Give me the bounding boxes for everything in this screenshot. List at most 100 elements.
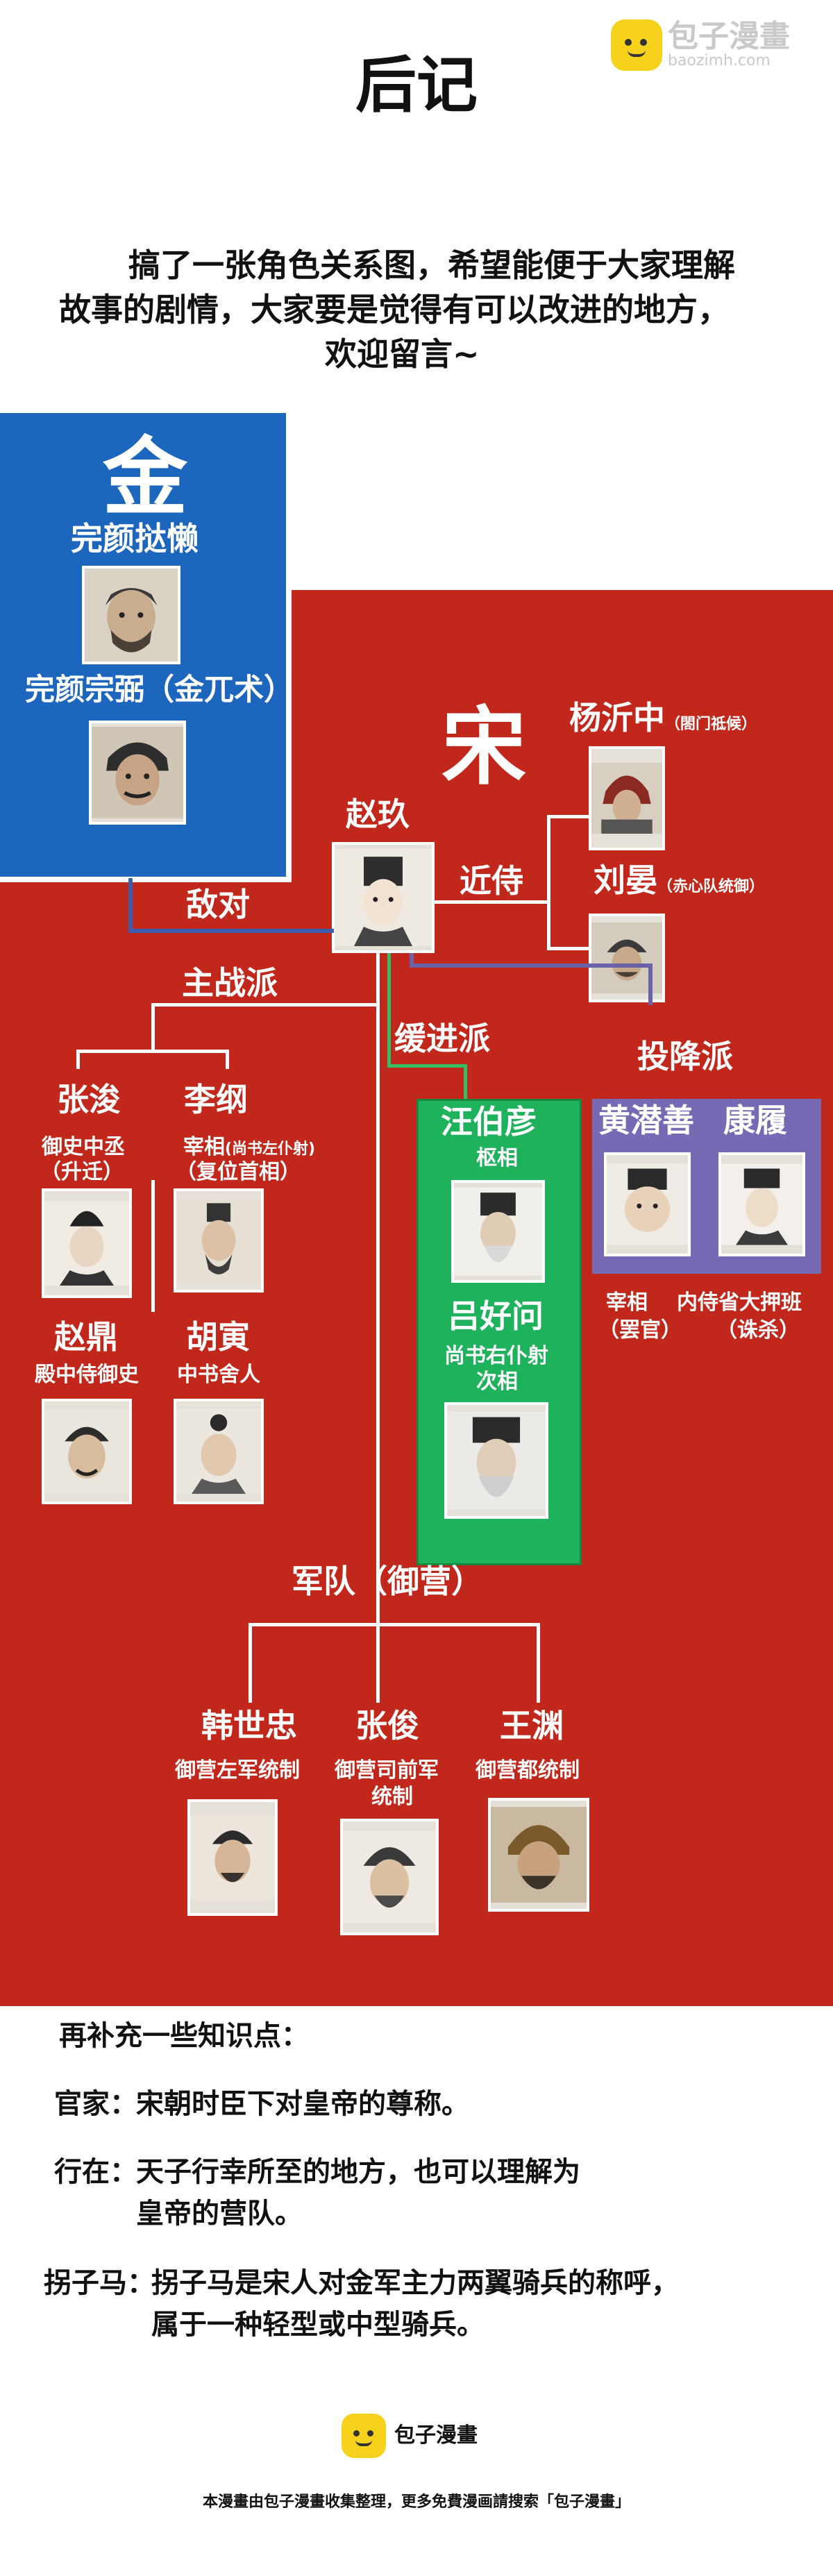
portrait-kang-lv bbox=[718, 1152, 805, 1256]
attendant-yang: 杨沂中（閤门祗候） bbox=[569, 700, 757, 736]
surrender-faction-label: 投降派 bbox=[637, 1038, 733, 1075]
surrender-line-drop bbox=[648, 963, 653, 1005]
intro-line-1: 搞了一张角色关系图，希望能便于大家理解 bbox=[128, 246, 735, 284]
surrender-line-start bbox=[410, 953, 414, 968]
army-line-center bbox=[376, 1590, 380, 1703]
song-title: 宋 bbox=[441, 696, 526, 796]
attendant-line bbox=[435, 900, 549, 904]
footer-disclaimer: 本漫畫由包子漫畫收集整理，更多免費漫画請搜索「包子漫畫」 bbox=[202, 2493, 630, 2511]
army-line-right bbox=[537, 1623, 540, 1703]
army-line-left bbox=[249, 1623, 252, 1703]
attendant-branch-bottom bbox=[547, 947, 589, 950]
war-faction-label: 主战派 bbox=[182, 964, 278, 1002]
portrait-zhao-jiu bbox=[332, 842, 435, 953]
note-guanjia-term: 官家： bbox=[54, 2087, 137, 2120]
attendant-yang-name: 杨沂中 bbox=[569, 699, 665, 736]
war-members-line bbox=[76, 1050, 229, 1053]
portrait-lv-haowen bbox=[444, 1402, 548, 1519]
member-han-shizhong-name: 韩世忠 bbox=[201, 1707, 297, 1744]
note-guaizima-text-2: 属于一种轻型或中型骑兵。 bbox=[151, 2308, 485, 2341]
member-zhang-jun-role: 御史中丞 bbox=[42, 1135, 125, 1159]
gradual-line-drop bbox=[464, 1064, 467, 1099]
surrender-line-horizontal bbox=[414, 963, 651, 968]
portrait-wanyan-zongbi bbox=[89, 721, 186, 825]
army-label: 军队（御营） bbox=[292, 1563, 483, 1600]
army-line bbox=[249, 1623, 540, 1626]
member-li-gang-roles: 宰相(尚书左仆射) bbox=[183, 1134, 315, 1161]
watermark-brand: 包子漫畫 bbox=[668, 19, 790, 54]
gradual-line-horizontal bbox=[387, 1064, 467, 1068]
war-faction-drop bbox=[151, 1003, 155, 1052]
note-xingzai-text: 天子行幸所至的地方，也可以理解为 bbox=[136, 2155, 580, 2188]
relation-enemy-label: 敌对 bbox=[186, 886, 250, 923]
member-wang-boyan-name: 汪伯彦 bbox=[441, 1103, 537, 1140]
member-huang-qianshan-role: 宰相 bbox=[606, 1290, 648, 1315]
enemy-line-horizontal bbox=[128, 929, 334, 933]
portrait-wang-boyan bbox=[451, 1180, 545, 1283]
portrait-wanyan-talan bbox=[82, 566, 180, 664]
war-line-right bbox=[226, 1050, 229, 1069]
jin-title: 金 bbox=[103, 427, 187, 527]
member-huang-qianshan-note: （罢官） bbox=[598, 1318, 682, 1342]
portrait-hu-yin bbox=[174, 1399, 264, 1504]
portrait-han-shizhong bbox=[187, 1799, 278, 1916]
member-wang-boyan-role: 枢相 bbox=[476, 1146, 518, 1170]
member-li-gang-name: 李纲 bbox=[184, 1081, 248, 1118]
portrait-li-gang bbox=[174, 1188, 264, 1293]
enemy-line-vertical bbox=[128, 878, 133, 932]
intro-line-2: 故事的剧情，大家要是觉得有可以改进的地方， bbox=[59, 291, 730, 328]
member-zhang-jun2-role: 御营司前军 bbox=[335, 1758, 439, 1783]
attendant-yang-role: （閤门祗候） bbox=[665, 716, 757, 733]
member-zhao-ding-role: 殿中侍御史 bbox=[35, 1363, 139, 1387]
member-wang-yuan-role: 御营都统制 bbox=[476, 1758, 580, 1783]
note-xingzai-text-2: 皇帝的营队。 bbox=[136, 2197, 303, 2230]
portrait-wang-yuan bbox=[488, 1798, 589, 1912]
intro-line-3: 欢迎留言~ bbox=[325, 335, 480, 373]
portrait-zhao-ding bbox=[42, 1399, 132, 1504]
member-zhang-jun-name: 张浚 bbox=[57, 1081, 121, 1118]
trunk-line bbox=[376, 953, 380, 1590]
war-line-left bbox=[76, 1050, 80, 1069]
member-hu-yin-role: 中书舍人 bbox=[177, 1363, 260, 1387]
member-lv-haowen-name: 吕好问 bbox=[448, 1297, 544, 1335]
portrait-zhang-jun bbox=[42, 1188, 132, 1298]
gradual-line-vertical bbox=[387, 953, 391, 1068]
note-xingzai-term: 行在： bbox=[54, 2155, 137, 2188]
member-kang-lv-note: （诛杀） bbox=[716, 1318, 800, 1342]
watermark: 包子漫畫 baozimh.com bbox=[611, 19, 790, 71]
attendant-branch-top bbox=[547, 815, 589, 818]
member-li-gang-role-note: (尚书左仆射) bbox=[225, 1140, 316, 1158]
member-zhang-jun2-role2: 统制 bbox=[371, 1785, 413, 1809]
footer-baozi-logo-icon bbox=[342, 2414, 386, 2458]
footer-brand: 包子漫畫 bbox=[394, 2423, 478, 2448]
notes-heading: 再补充一些知识点： bbox=[59, 2019, 309, 2052]
baozi-logo-icon bbox=[611, 19, 662, 71]
note-guaizima-term: 拐子马： bbox=[44, 2266, 155, 2299]
emperor-name: 赵玖 bbox=[346, 795, 410, 833]
member-lv-haowen-role2: 次相 bbox=[476, 1370, 518, 1394]
member-wang-yuan-name: 王渊 bbox=[500, 1707, 564, 1744]
member-li-gang-note: （复位首相） bbox=[176, 1160, 301, 1184]
attendant-liu-name: 刘晏 bbox=[594, 861, 657, 899]
portrait-zhang-jun2 bbox=[340, 1819, 439, 1935]
member-lv-haowen-role: 尚书右仆射 bbox=[444, 1344, 548, 1368]
note-guanjia-text: 宋朝时臣下对皇帝的尊称。 bbox=[136, 2087, 469, 2120]
attendant-branch-vertical bbox=[547, 815, 550, 950]
relation-attendant-label: 近侍 bbox=[460, 862, 523, 900]
member-zhang-jun2-name: 张俊 bbox=[355, 1707, 419, 1744]
war-line-lower bbox=[151, 1180, 155, 1312]
jin-ruler-name: 完颜挞懒 bbox=[71, 520, 199, 557]
war-faction-line bbox=[151, 1003, 380, 1007]
member-kang-lv-role: 内侍省大押班 bbox=[677, 1290, 802, 1315]
member-zhao-ding-name: 赵鼎 bbox=[54, 1318, 118, 1356]
member-kang-lv-name: 康履 bbox=[723, 1102, 787, 1139]
portrait-huang-qianshan bbox=[604, 1152, 691, 1256]
note-guaizima-text: 拐子马是宋人对金军主力两翼骑兵的称呼， bbox=[151, 2266, 679, 2299]
member-li-gang-role: 宰相 bbox=[183, 1135, 225, 1159]
member-hu-yin-name: 胡寅 bbox=[186, 1318, 250, 1356]
jin-general-name: 完颜宗弼（金兀术） bbox=[25, 673, 294, 707]
member-huang-qianshan-name: 黄潜善 bbox=[598, 1102, 694, 1139]
attendant-liu-role: （赤心队统御） bbox=[657, 878, 765, 895]
member-han-shizhong-role: 御营左军统制 bbox=[175, 1758, 300, 1783]
page-title: 后记 bbox=[355, 49, 478, 121]
